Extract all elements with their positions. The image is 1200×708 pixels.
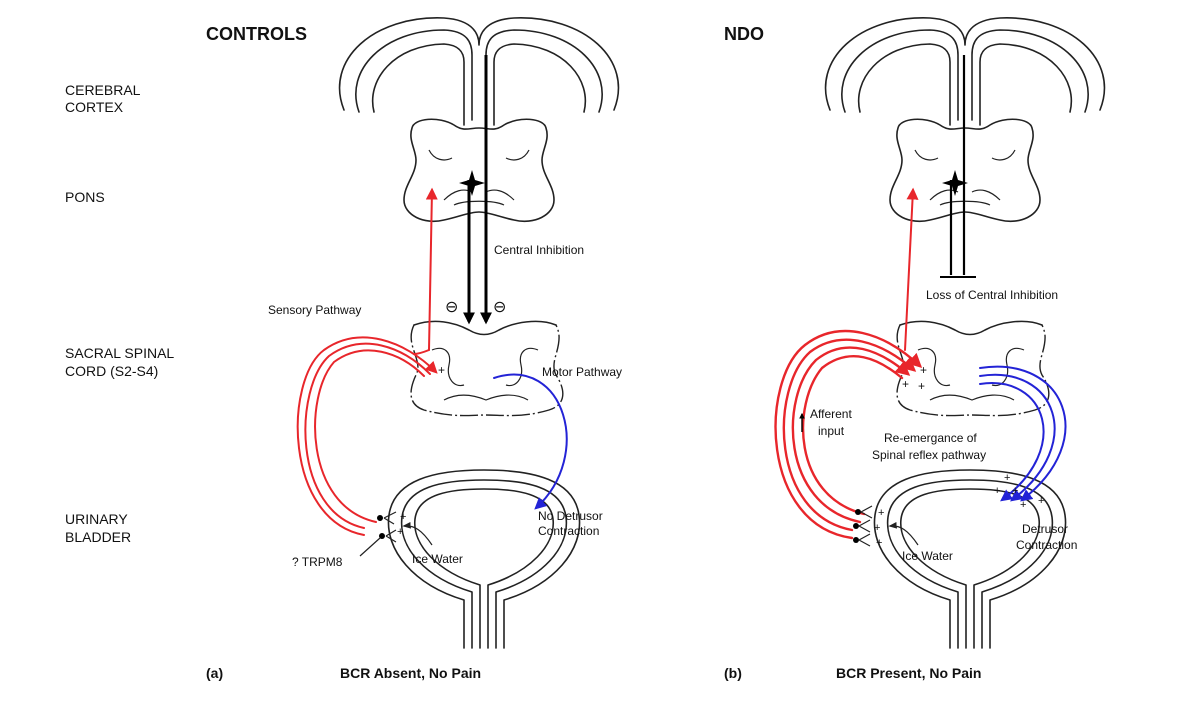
ndo-sensory-line-4 <box>801 355 904 516</box>
cord-plus-sign: + <box>438 363 445 377</box>
ndo-sensory-line-2 <box>782 338 917 532</box>
ndo-receptor-dot-3 <box>853 537 859 543</box>
pons-neuron-star-icon-ndo <box>942 170 968 196</box>
sensory-pathway-line-1 <box>296 336 438 536</box>
inhibition-minus-right: ⊖ <box>493 299 506 316</box>
ice-water-label: Ice Water <box>412 552 463 566</box>
reemergence-label-2: Spinal reflex pathway <box>872 448 986 462</box>
no-detrusor-label-1: No Detrusor <box>538 509 603 523</box>
sensory-pathway-line-2 <box>304 342 431 529</box>
pons-sketch <box>403 118 555 223</box>
afferent-label-2: input <box>818 424 845 438</box>
ndo-receptor-plus-3: + <box>876 537 882 549</box>
detrusor-plus-1: + <box>1004 472 1010 484</box>
sensory-pathway-label: Sensory Pathway <box>268 303 361 317</box>
reemergence-label-1: Re-emergance of <box>884 431 977 445</box>
panel-a-letter: (a) <box>206 665 223 681</box>
ndo-sensory-ascending-arrow <box>904 187 919 351</box>
loss-inhibition-label: Loss of Central Inhibition <box>926 288 1058 302</box>
ndo-cord-plus-2: + <box>902 377 909 391</box>
panel-controls: CONTROLS Central Inhibition ⊖ ⊖ Sensory … <box>206 17 622 681</box>
panel-b-result: BCR Present, No Pain <box>836 665 981 681</box>
ndo-motor-line-2 <box>979 373 1056 502</box>
level-bladder-label-1: URINARY <box>65 511 128 527</box>
panel-ndo-title: NDO <box>724 24 764 44</box>
level-cortex-label-1: CEREBRAL <box>65 82 141 98</box>
level-bladder-label-2: BLADDER <box>65 529 131 545</box>
receptor-dot-2 <box>379 533 385 539</box>
ndo-receptor-plus-2: + <box>874 522 880 534</box>
central-inhibition-label: Central Inhibition <box>494 243 584 257</box>
motor-pathway-arrow <box>493 373 568 510</box>
ndo-cord-plus-3: + <box>918 379 925 393</box>
level-sacral-label-1: SACRAL SPINAL <box>65 345 174 361</box>
detrusor-label-2: Contraction <box>1016 538 1077 552</box>
sensory-junction <box>413 349 430 355</box>
motor-pathway-label: Motor Pathway <box>542 365 622 379</box>
ndo-receptor-plus-1: + <box>878 507 884 519</box>
ndo-receptor-dot-1 <box>855 509 861 515</box>
receptor-plus-1: + <box>400 511 406 523</box>
ndo-receptor-branches <box>858 505 873 547</box>
sensory-pathway-line-3 <box>314 349 425 523</box>
level-cortex-label-2: CORTEX <box>65 99 124 115</box>
detrusor-plus-3: + <box>1012 485 1018 497</box>
trpm8-leader-line <box>359 537 381 557</box>
receptor-plus-2: + <box>397 526 403 538</box>
detrusor-plus-2: + <box>994 485 1000 497</box>
level-sacral-label-2: CORD (S2-S4) <box>65 363 158 379</box>
receptor-cluster: + + <box>377 511 406 543</box>
panel-controls-title: CONTROLS <box>206 24 307 44</box>
receptor-dot-1 <box>377 515 383 521</box>
ndo-ice-water-arrow <box>888 521 919 546</box>
level-pons-label: PONS <box>65 189 105 205</box>
ndo-cord-plus-1: + <box>920 363 927 377</box>
ndo-motor-line-3 <box>979 382 1045 502</box>
detrusor-label-1: Detrusor <box>1022 522 1068 536</box>
afferent-label-1: Afferent <box>810 407 852 421</box>
panel-a-result: BCR Absent, No Pain <box>340 665 481 681</box>
panel-b-letter: (b) <box>724 665 742 681</box>
panel-ndo: NDO Loss of Central Inhibition + + + Aff… <box>724 17 1106 681</box>
ndo-sensory-line-3 <box>791 346 911 524</box>
level-labels: CEREBRAL CORTEX PONS SACRAL SPINAL CORD … <box>65 82 174 545</box>
ndo-sensory-line-1 <box>774 329 923 540</box>
trpm8-label: ? TRPM8 <box>292 555 343 569</box>
receptor-branches <box>383 511 397 543</box>
ndo-receptor-dot-2 <box>853 523 859 529</box>
detrusor-plus-4: + <box>1020 499 1026 511</box>
ice-water-arrow <box>402 521 433 546</box>
cerebral-cortex-sketch <box>338 17 620 126</box>
inhibition-minus-left: ⊖ <box>445 299 458 316</box>
no-detrusor-label-2: Contraction <box>538 524 599 538</box>
detrusor-plus-cluster: + + + + + <box>994 472 1044 511</box>
sensory-ascending-arrow <box>425 187 438 351</box>
detrusor-plus-5: + <box>1038 495 1044 507</box>
ndo-receptor-cluster: + + + <box>853 505 884 549</box>
pons-neuron-star-icon <box>459 170 485 196</box>
ndo-motor-line-1 <box>979 365 1067 502</box>
ndo-ice-water-label: Ice Water <box>902 549 953 563</box>
